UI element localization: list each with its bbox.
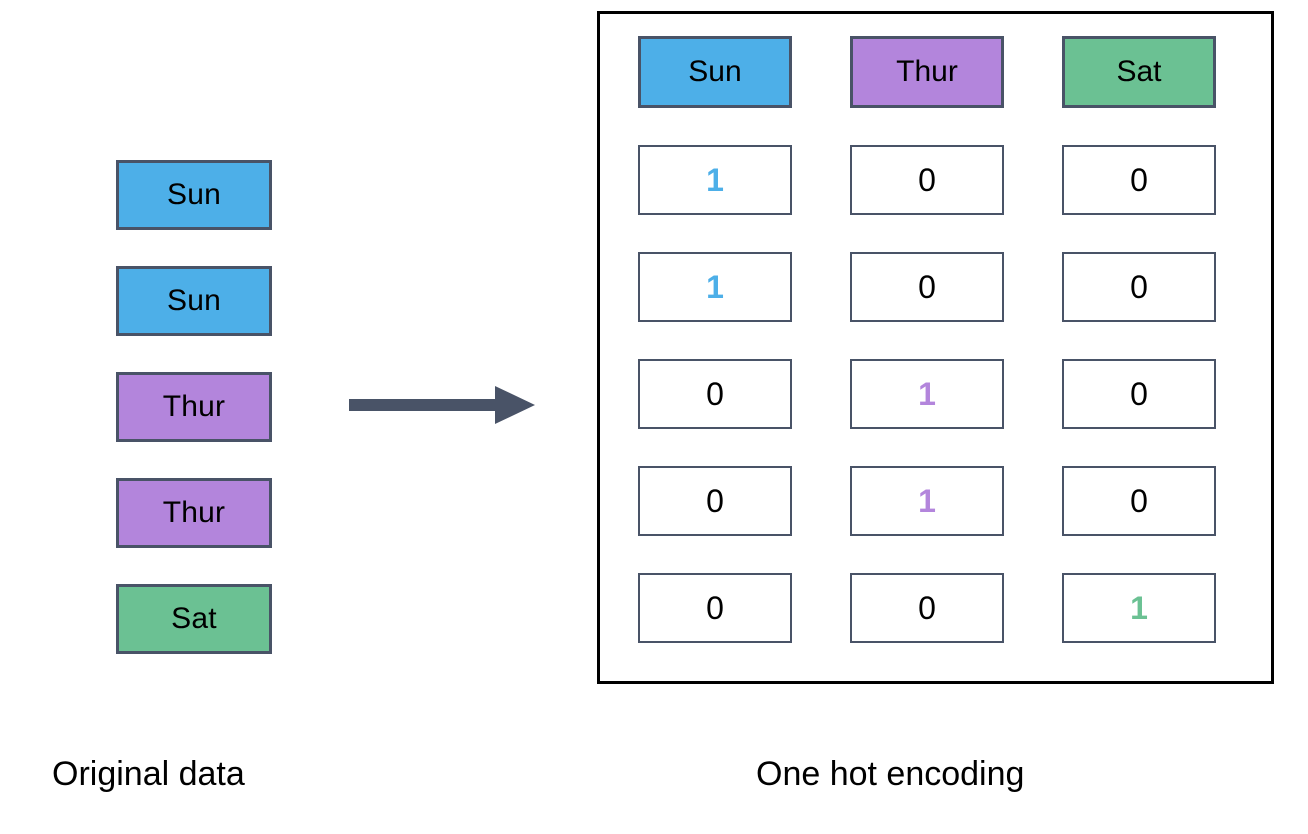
encoding-header-label: Thur bbox=[896, 55, 958, 88]
encoding-grid: Sun Thur Sat 1 0 0 1 0 0 0 1 0 0 1 0 0 0 1 bbox=[638, 36, 1216, 643]
original-data-item: Thur bbox=[116, 372, 272, 442]
encoding-data-cell: 0 bbox=[638, 359, 792, 429]
encoding-zero-value: 0 bbox=[706, 590, 724, 626]
encoding-zero-value: 0 bbox=[1130, 162, 1148, 198]
original-data-item: Sat bbox=[116, 584, 272, 654]
encoding-zero-value: 0 bbox=[1130, 483, 1148, 519]
encoding-header-cell: Sun bbox=[638, 36, 792, 108]
one-hot-encoding-panel: Sun Thur Sat 1 0 0 1 0 0 0 1 0 0 1 0 0 0 1 bbox=[597, 11, 1274, 684]
encoding-header-cell: Sat bbox=[1062, 36, 1216, 108]
encoding-header-cell: Thur bbox=[850, 36, 1004, 108]
encoding-hot-value: 1 bbox=[706, 269, 724, 305]
encoding-zero-value: 0 bbox=[1130, 376, 1148, 412]
encoding-data-cell: 0 bbox=[850, 573, 1004, 643]
encoding-data-cell: 1 bbox=[1062, 573, 1216, 643]
encoding-data-cell: 1 bbox=[850, 466, 1004, 536]
encoding-hot-value: 1 bbox=[706, 162, 724, 198]
encoding-header-label: Sun bbox=[688, 55, 742, 88]
encoding-data-cell: 0 bbox=[1062, 145, 1216, 215]
encoding-data-cell: 0 bbox=[638, 573, 792, 643]
encoding-data-cell: 0 bbox=[1062, 466, 1216, 536]
encoding-hot-value: 1 bbox=[918, 376, 936, 412]
encoding-zero-value: 0 bbox=[706, 376, 724, 412]
encoding-data-cell: 0 bbox=[1062, 359, 1216, 429]
encoding-zero-value: 0 bbox=[918, 269, 936, 305]
original-data-caption: Original data bbox=[52, 755, 245, 793]
original-data-item-label: Thur bbox=[162, 496, 226, 529]
encoding-data-cell: 0 bbox=[850, 145, 1004, 215]
encoding-data-cell: 0 bbox=[850, 252, 1004, 322]
original-data-item: Sun bbox=[116, 160, 272, 230]
encoding-zero-value: 0 bbox=[918, 590, 936, 626]
original-data-item-label: Sun bbox=[167, 284, 221, 317]
encoding-data-cell: 1 bbox=[850, 359, 1004, 429]
encoding-data-cell: 0 bbox=[1062, 252, 1216, 322]
encoding-data-cell: 1 bbox=[638, 145, 792, 215]
encoding-zero-value: 0 bbox=[918, 162, 936, 198]
encoding-data-cell: 1 bbox=[638, 252, 792, 322]
encoding-hot-value: 1 bbox=[1130, 590, 1148, 626]
one-hot-encoding-caption: One hot encoding bbox=[756, 755, 1025, 793]
encoding-zero-value: 0 bbox=[706, 483, 724, 519]
arrow-right-icon bbox=[349, 386, 535, 424]
original-data-item-label: Sun bbox=[167, 178, 221, 211]
encoding-header-label: Sat bbox=[1116, 55, 1162, 88]
original-data-item: Sun bbox=[116, 266, 272, 336]
transform-arrow bbox=[349, 382, 535, 428]
original-data-item-label: Sat bbox=[171, 602, 217, 635]
encoding-zero-value: 0 bbox=[1130, 269, 1148, 305]
original-data-item: Thur bbox=[116, 478, 272, 548]
original-data-item-label: Thur bbox=[162, 390, 226, 423]
encoding-data-cell: 0 bbox=[638, 466, 792, 536]
encoding-hot-value: 1 bbox=[918, 483, 936, 519]
